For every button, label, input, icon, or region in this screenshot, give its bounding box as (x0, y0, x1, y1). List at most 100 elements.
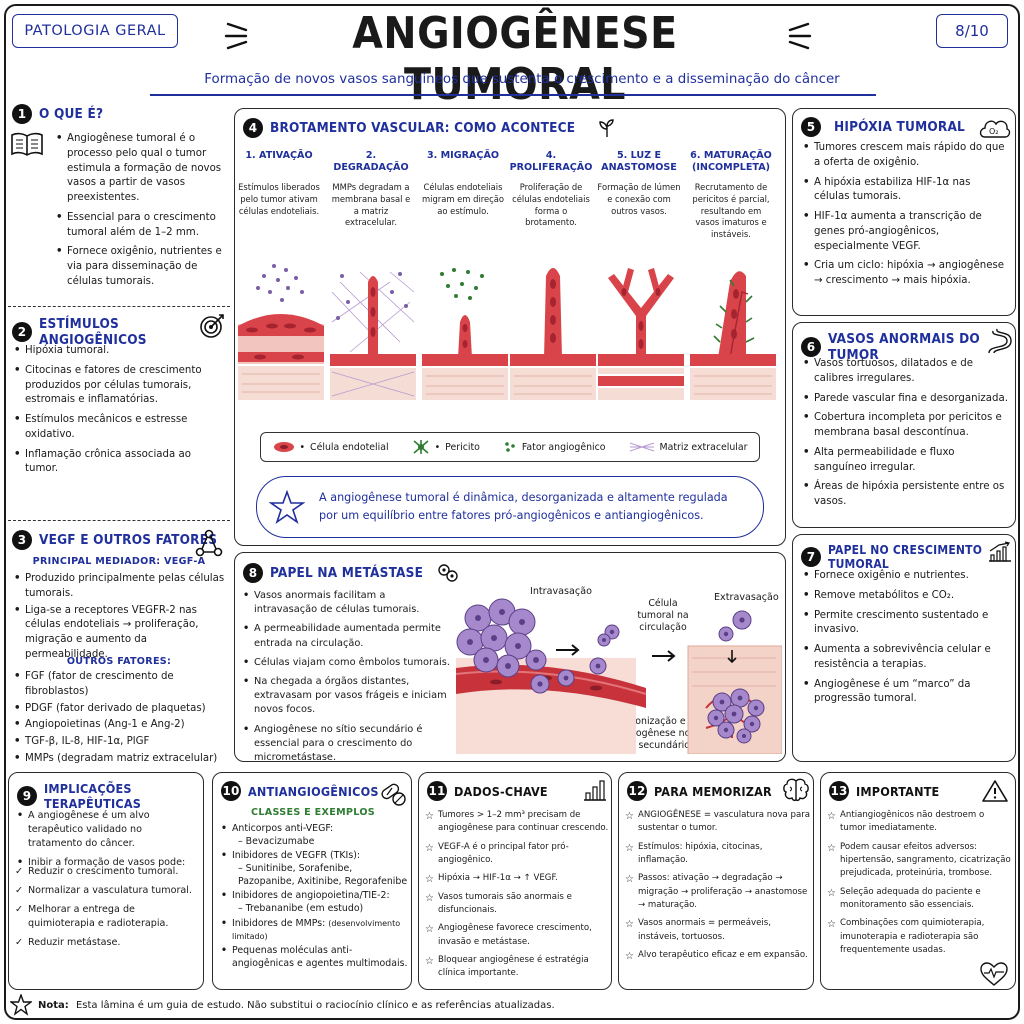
list-item: Produzido principalmente pelas células t… (12, 572, 226, 602)
step-5-illustration (598, 268, 684, 400)
section-10-antiangiogenics: 10 ANTIANGIOGÊNICOS CLASSES E EXEMPLOS A… (212, 772, 412, 990)
list-item: Alvo terapêutico eficaz e em expansão. (625, 949, 811, 965)
list-item: Vasos anormais facilitam a intravasação … (241, 589, 451, 617)
list-item: A angiogênese é um alvo terapêutico vali… (15, 809, 199, 851)
list-item: Inibidores de VEGFR (TKIs):– Sunitinibe,… (219, 850, 409, 888)
list-item: Bloquear angiogênese é estratégia clínic… (425, 954, 609, 981)
oxygen-cloud-icon: O₂ (979, 120, 1011, 138)
section-title: ANTIANGIOGÊNICOS (248, 783, 379, 799)
molecule-icon (195, 529, 223, 557)
section-number: 8 (243, 563, 263, 583)
step-description: Proliferação de células endoteliais form… (512, 182, 590, 228)
list-item: Podem causar efeitos adversos: hipertens… (827, 841, 1011, 881)
list-item: PDGF (fator derivado de plaquetas) (12, 702, 226, 717)
section-13-important: 13 IMPORTANTE Antiangiogênicos não destr… (820, 772, 1016, 990)
section-title: IMPORTANTE (856, 783, 940, 799)
page-title: ANGIOGÊNESE TUMORAL (352, 8, 678, 110)
list-item: Estímulos mecânicos e estresse oxidativo… (12, 413, 222, 443)
list-item: Vasos tortuosos, dilatados e de calibres… (801, 357, 1009, 387)
step-1-illustration (238, 264, 324, 400)
section-3-vegf: 3 VEGF E OUTROS FATORES PRINCIPAL MEDIAD… (8, 526, 230, 766)
section-title: PARA MEMORIZAR (654, 783, 772, 799)
list-item: VEGF-A é o principal fator pró-angiogêni… (425, 841, 609, 868)
list-item: Pequenas moléculas anti-angiogênicas e a… (219, 945, 409, 970)
section-number: 11 (427, 781, 447, 801)
section-number: 4 (243, 118, 263, 138)
dynamic-note-text: A angiogênese tumoral é dinâmica, desorg… (319, 491, 728, 522)
brain-icon (783, 778, 809, 802)
section-number: 2 (12, 322, 32, 342)
list-item: Angiogênese é um “marco” da progressão t… (801, 678, 1009, 708)
list-item: A permeabilidade aumentada permite entra… (241, 622, 451, 650)
list-item: Alta permeabilidade e fluxo sanguíneo ir… (801, 446, 1009, 476)
section-number: 9 (17, 786, 37, 806)
endothelial-cell-icon (273, 442, 294, 452)
section-6-abnormal-vessels: 6 VASOS ANORMAIS DO TUMOR Vasos tortuoso… (792, 322, 1016, 528)
list-item: Parede vascular fina e desorganizada. (801, 392, 1009, 407)
list-item: Angiogênese favorece crescimento, invasã… (425, 922, 609, 949)
star-icon (269, 489, 305, 525)
section-divider (8, 520, 230, 521)
list-item: A hipóxia estabiliza HIF-1α nas células … (801, 176, 1009, 206)
section-title: IMPLICAÇÕES TERAPÊUTICAS (44, 781, 142, 811)
list-item: Permite crescimento sustentado e invasiv… (801, 609, 1009, 639)
footer-note-label: Nota: (38, 1000, 69, 1011)
list-item: Tumores crescem mais rápido do que a ofe… (801, 141, 1009, 171)
list-item: Inibidores de angiopoietina/TIE-2:– Treb… (219, 890, 409, 915)
section-title: DADOS-CHAVE (454, 783, 548, 799)
section-divider (8, 306, 230, 307)
section-5-hypoxia: 5 HIPÓXIA TUMORAL O₂ Tumores crescem mai… (792, 108, 1016, 316)
list-item: Angiogênese no sítio secundário é essenc… (241, 723, 451, 761)
step-3-illustration (422, 268, 508, 400)
tortuous-vessel-icon (988, 328, 1012, 354)
section-number: 5 (801, 117, 821, 137)
title-burst-left-icon (224, 22, 248, 50)
step-title: 3. MIGRAÇÃO (426, 150, 500, 161)
legend-item: Fator angiogênico (503, 441, 606, 453)
section-9-therapeutic: 9 IMPLICAÇÕES TERAPÊUTICAS A angiogênese… (8, 772, 204, 990)
step-title: 6. MATURAÇÃO (INCOMPLETA) (690, 150, 772, 173)
heart-pulse-icon (980, 962, 1008, 986)
subject-badge: PATOLOGIA GERAL (12, 14, 178, 48)
list-item: Cobertura incompleta por pericitos e mem… (801, 411, 1009, 441)
step-description: Recrutamento de pericitos é parcial, res… (692, 182, 770, 240)
legend-item: •Pericito (412, 439, 480, 455)
step-5: 5. LUZ E ANASTOMOSE Formação de lúmen e … (596, 150, 682, 217)
section-11-key-data: 11 DADOS-CHAVE Tumores > 1–2 mm³ precisa… (418, 772, 612, 990)
section-title: BROTAMENTO VASCULAR: COMO ACONTECE (270, 120, 576, 136)
dynamic-note-callout: A angiogênese tumoral é dinâmica, desorg… (256, 476, 764, 538)
list-item: Aumenta a sobrevivência celular e resist… (801, 643, 1009, 673)
list-item: Seleção adequada do paciente e monitoram… (827, 886, 1011, 913)
step-title: 1. ATIVAÇÃO (245, 150, 313, 161)
section-1-what-is: 1 O QUE É? Angiogênese tumoral é o proce… (8, 100, 230, 306)
title-burst-right-icon (788, 22, 812, 50)
section-subtitle: CLASSES E EXEMPLOS (251, 807, 375, 818)
sprout-icon (599, 119, 614, 137)
page-frame (4, 4, 1020, 1020)
list-item: Inflamação crônica associada ao tumor. (12, 448, 222, 478)
list-item: Inibidores de MMPs: (desenvolvimento lim… (219, 918, 409, 943)
check-item: Normalizar a vasculatura tumoral. (15, 884, 199, 898)
svg-text:O₂: O₂ (989, 127, 999, 136)
section-number: 7 (801, 547, 821, 567)
list-item: Passos: ativação → degradação → migração… (625, 872, 811, 912)
list-item: Vasos tumorais são anormais e disfuncion… (425, 891, 609, 918)
list-item: Citocinas e fatores de crescimento produ… (12, 364, 222, 408)
angiogenic-factor-icon (505, 442, 515, 452)
list-item: Antiangiogênicos não destroem o tumor im… (827, 809, 1011, 836)
list-item: Angiopoietinas (Ang-1 e Ang-2) (12, 718, 226, 733)
section-number: 12 (627, 781, 647, 801)
open-book-icon (11, 132, 43, 156)
step-4: 4. PROLIFERAÇÃO Proliferação de células … (508, 150, 594, 229)
intravasation-label: Intravasação (530, 586, 592, 597)
page-number: 8/10 (955, 22, 989, 40)
list-item: Combinações com quimioterapia, imunotera… (827, 917, 1011, 957)
extracellular-matrix-icon (629, 442, 654, 452)
step-title: 5. LUZ E ANASTOMOSE (601, 150, 677, 173)
list-item: Anticorpos anti-VEGF:– Bevacizumabe (219, 823, 409, 848)
list-item: TGF-β, IL-8, HIF-1α, PlGF (12, 735, 226, 750)
list-item: Angiogênese tumoral é o processo pelo qu… (54, 132, 222, 206)
section-number: 1 (12, 104, 32, 124)
footer-star-icon (10, 994, 32, 1016)
step-description: MMPs degradam a membrana basal e a matri… (331, 182, 411, 228)
